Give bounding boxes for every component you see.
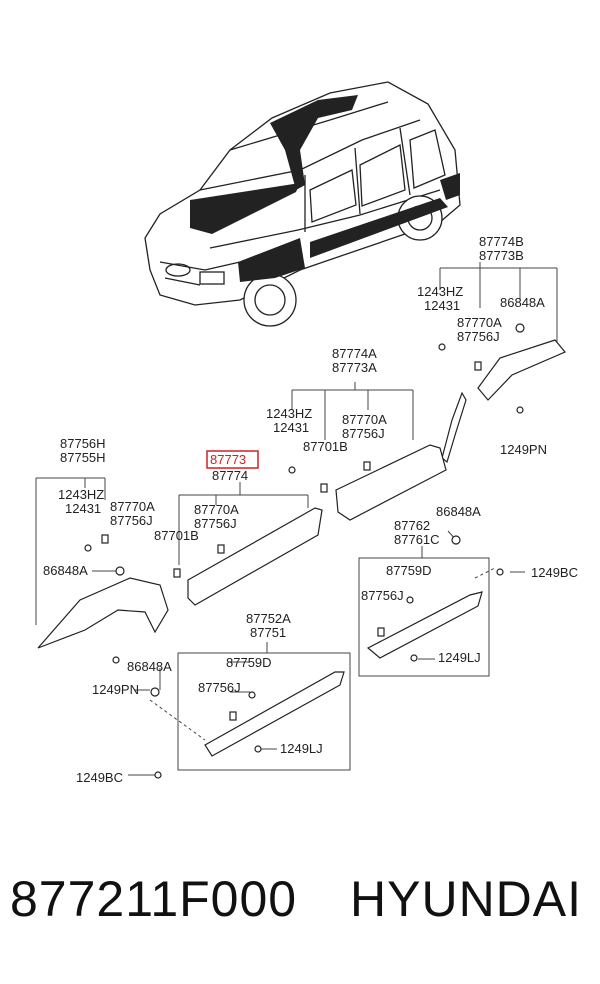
- label-12431: 12431: [424, 298, 460, 313]
- label-87701b: 87701B: [303, 439, 348, 454]
- label-87773a: 87773A: [332, 360, 377, 375]
- label-86848a: 86848A: [436, 504, 481, 519]
- label-87752a: 87752A: [246, 611, 291, 626]
- label-1249bc: 1249BC: [76, 770, 123, 785]
- label-87770a: 87770A: [342, 412, 387, 427]
- side-sill-right: [366, 591, 483, 659]
- label-1249lj: 1249LJ: [280, 741, 323, 756]
- label-87756h: 87756H: [60, 436, 106, 451]
- label-87756j: 87756J: [110, 513, 153, 528]
- label-86848a: 86848A: [127, 659, 172, 674]
- label-87756j: 87756J: [457, 329, 500, 344]
- label-87770a: 87770A: [457, 315, 502, 330]
- label-87770a: 87770A: [194, 502, 239, 517]
- label-87774: 87774: [212, 468, 248, 483]
- label-87756j: 87756J: [342, 426, 385, 441]
- label-87774a: 87774A: [332, 346, 377, 361]
- label-87759d: 87759D: [386, 563, 432, 578]
- label-87701b: 87701B: [154, 528, 199, 543]
- label-12431: 12431: [273, 420, 309, 435]
- label-87761c: 87761C: [394, 532, 440, 547]
- parts-diagram: 87774B 87773B 1243HZ 12431 86848A 87770A…: [35, 81, 578, 785]
- label-87756j: 87756J: [361, 588, 404, 603]
- label-87755h: 87755H: [60, 450, 106, 465]
- footer: 877211F000 HYUNDAI: [0, 870, 600, 950]
- label-12431: 12431: [65, 501, 101, 516]
- label-86848a: 86848A: [43, 563, 88, 578]
- label-1243hz: 1243HZ: [58, 487, 104, 502]
- label-87762: 87762: [394, 518, 430, 533]
- side-sill-lower: [204, 671, 345, 757]
- rear-door-moulding: [335, 444, 447, 521]
- vehicle-dark-trim: [190, 95, 460, 282]
- label-1249lj: 1249LJ: [438, 650, 481, 665]
- front-door-moulding: [187, 507, 323, 606]
- label-1249pn: 1249PN: [92, 682, 139, 697]
- rear-quarter-moulding: [477, 339, 566, 401]
- label-87756j: 87756J: [194, 516, 237, 531]
- label-87759d: 87759D: [226, 655, 272, 670]
- part-number: 877211F000: [10, 871, 298, 927]
- label-1249bc: 1249BC: [531, 565, 578, 580]
- label-87751: 87751: [250, 625, 286, 640]
- rear-door-strip: [441, 391, 467, 464]
- label-86848a: 86848A: [500, 295, 545, 310]
- brand-name: HYUNDAI: [350, 871, 583, 927]
- label-87756j: 87756J: [198, 680, 241, 695]
- label-1243hz: 1243HZ: [266, 406, 312, 421]
- components: [37, 323, 566, 779]
- callout-labels: 87774B 87773B 1243HZ 12431 86848A 87770A…: [43, 234, 578, 785]
- front-fender-moulding: [37, 577, 169, 649]
- label-87773b: 87773B: [479, 248, 524, 263]
- label-1243hz: 1243HZ: [417, 284, 463, 299]
- label-87770a: 87770A: [110, 499, 155, 514]
- label-87773-highlighted[interactable]: 87773: [210, 452, 246, 467]
- label-1249pn: 1249PN: [500, 442, 547, 457]
- highlight-box: [206, 450, 259, 469]
- leader-lines: [35, 262, 558, 776]
- label-87774b: 87774B: [479, 234, 524, 249]
- vehicle-illustration: [144, 81, 461, 327]
